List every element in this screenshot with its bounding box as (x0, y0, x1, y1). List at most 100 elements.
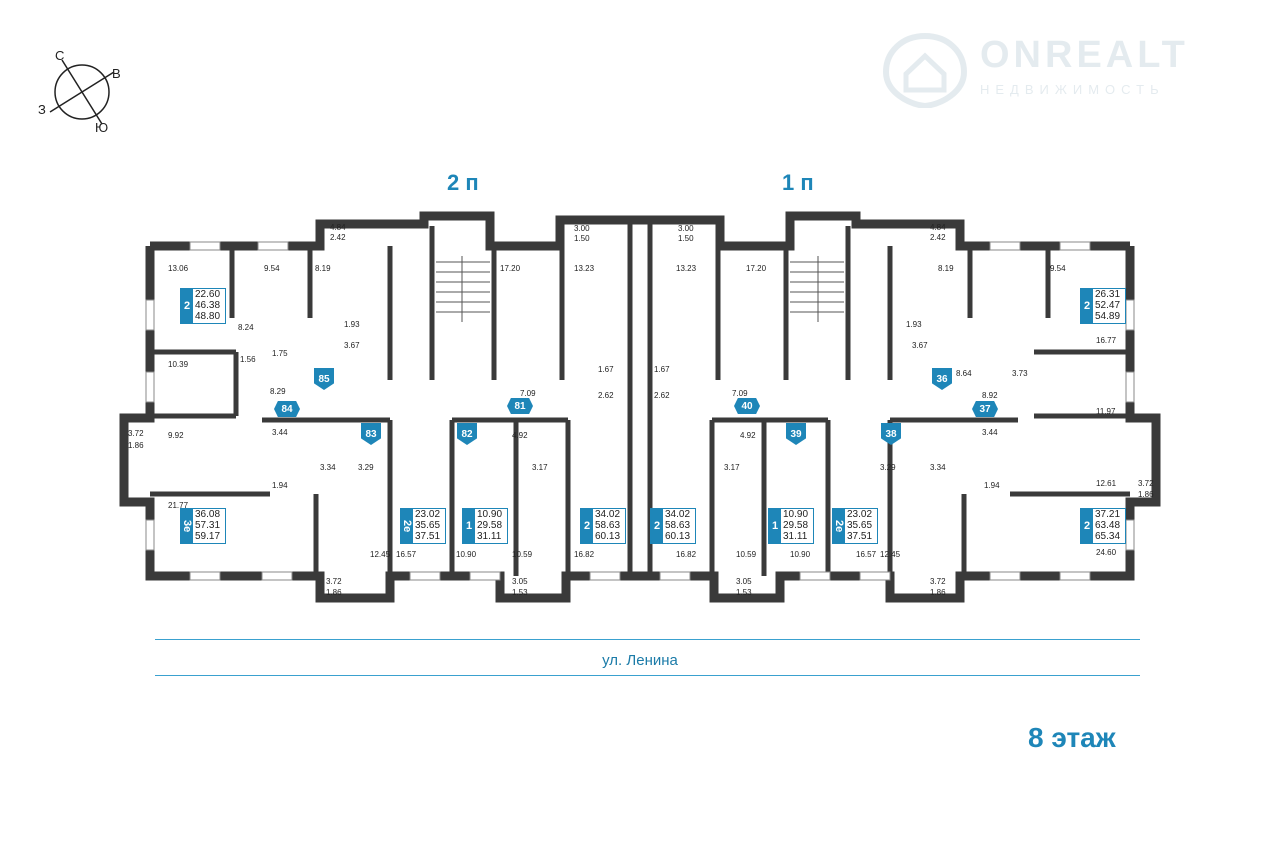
room-area: 1.67 (654, 365, 670, 374)
room-area: 12.45 (370, 550, 391, 559)
compass-west: З (38, 102, 46, 117)
room-area: 11.97 (1096, 407, 1116, 416)
compass-south: Ю (95, 120, 108, 135)
room-area: 3.72 (1138, 479, 1154, 488)
room-area: 9.54 (1050, 264, 1066, 273)
apartment-area-total: 52.47 (1095, 299, 1121, 311)
stairwell-right (790, 256, 844, 322)
room-area: 8.19 (938, 264, 954, 273)
room-area: 13.23 (676, 264, 697, 273)
apartment-number-badge: 85 (314, 368, 334, 390)
room-area: 4.84 (330, 223, 346, 232)
room-area: 3.00 (678, 224, 694, 233)
apartment-rooms: 3e (181, 509, 193, 543)
room-area: 4.84 (930, 223, 946, 232)
room-area: 16.77 (1096, 336, 1117, 345)
room-area: 1.50 (678, 234, 694, 243)
apartment-rooms: 2 (1081, 289, 1093, 323)
apartment-area-living: 10.90 (783, 508, 809, 520)
apartment-rooms: 2 (181, 289, 193, 323)
logo-word: ONREALT (980, 34, 1189, 76)
room-area: 1.86 (1138, 490, 1154, 499)
onrealt-logo: ONREALT НЕДВИЖИМОСТЬ (880, 32, 1240, 110)
room-area: 8.92 (982, 391, 998, 400)
room-area: 1.53 (736, 588, 752, 597)
room-area: 8.29 (270, 387, 286, 396)
room-area: 16.57 (856, 550, 877, 559)
apartment-rooms: 1 (463, 509, 475, 543)
room-area: 7.09 (732, 389, 748, 398)
apartment-area-total: 29.58 (783, 519, 809, 531)
room-area: 1.75 (272, 349, 288, 358)
room-area: 1.67 (598, 365, 614, 374)
room-area: 3.72 (128, 429, 144, 438)
apartment-number-badge: 40 (734, 398, 760, 414)
room-area: 3.34 (930, 463, 946, 472)
apartment-area-total: 46.38 (195, 299, 221, 311)
apartment-number-badge: 38 (881, 423, 901, 445)
apartment-rooms: 2e (401, 509, 413, 543)
apartment-area-living: 26.31 (1095, 288, 1121, 300)
room-area: 24.60 (1096, 548, 1117, 557)
apartment-area-living: 23.02 (847, 508, 873, 520)
apartment-area-with-balcony: 37.51 (415, 531, 441, 543)
compass-east: В (112, 66, 121, 81)
apartment-area-with-balcony: 59.17 (195, 531, 221, 543)
room-area: 10.90 (456, 550, 477, 559)
room-area: 3.67 (912, 341, 928, 350)
room-area: 2.42 (930, 233, 946, 242)
apartment-number-badge: 36 (932, 368, 952, 390)
room-area: 2.42 (330, 233, 346, 242)
apartment-area-total: 57.31 (195, 519, 221, 531)
room-area-labels: 13.06 9.54 8.19 8.24 1.93 3.67 17.20 13.… (128, 223, 1154, 597)
street-line-bottom (155, 675, 1140, 676)
room-area: 9.92 (168, 431, 184, 440)
apartment-number-badge: 83 (361, 423, 381, 445)
room-area: 1.94 (984, 481, 1000, 490)
room-area: 3.72 (930, 577, 946, 586)
room-area: 10.59 (736, 550, 757, 559)
apartment-area-with-balcony: 60.13 (665, 531, 691, 543)
house-pin-icon (882, 32, 968, 110)
room-area: 10.90 (790, 550, 811, 559)
compass-icon (49, 59, 115, 125)
room-area: 1.93 (906, 320, 922, 329)
room-area: 1.53 (512, 588, 528, 597)
apartment-area-with-balcony: 65.34 (1095, 531, 1121, 543)
room-area: 16.57 (396, 550, 417, 559)
apartment-area-living: 36.08 (195, 508, 221, 520)
room-area: 21.77 (168, 501, 189, 510)
apartment-rooms: 2 (581, 509, 593, 543)
apartment-area-total: 58.63 (595, 519, 621, 531)
room-area: 17.20 (746, 264, 767, 273)
apartment-area-with-balcony: 31.11 (783, 531, 808, 543)
apartment-rooms: 2 (651, 509, 663, 543)
room-area: 4.92 (512, 431, 528, 440)
apartment-area-total: 63.48 (1095, 519, 1121, 531)
room-area: 8.24 (238, 323, 254, 332)
room-area: 12.45 (880, 550, 901, 559)
room-area: 1.94 (272, 481, 288, 490)
entrance-1-label: 1 п (782, 170, 814, 195)
room-area: 10.59 (512, 550, 533, 559)
room-area: 3.67 (344, 341, 360, 350)
floor-label: 8 этаж (1028, 722, 1116, 753)
room-area: 3.17 (532, 463, 548, 472)
apartment-area-living: 10.90 (477, 508, 503, 520)
apartment-area-total: 35.65 (847, 519, 873, 531)
room-area: 3.73 (1012, 369, 1028, 378)
room-area: 16.82 (676, 550, 697, 559)
room-area: 3.05 (512, 577, 528, 586)
apartment-area-living: 34.02 (595, 508, 621, 520)
room-area: 3.05 (736, 577, 752, 586)
apartment-rooms: 2 (1081, 509, 1093, 543)
room-area: 13.06 (168, 264, 189, 273)
